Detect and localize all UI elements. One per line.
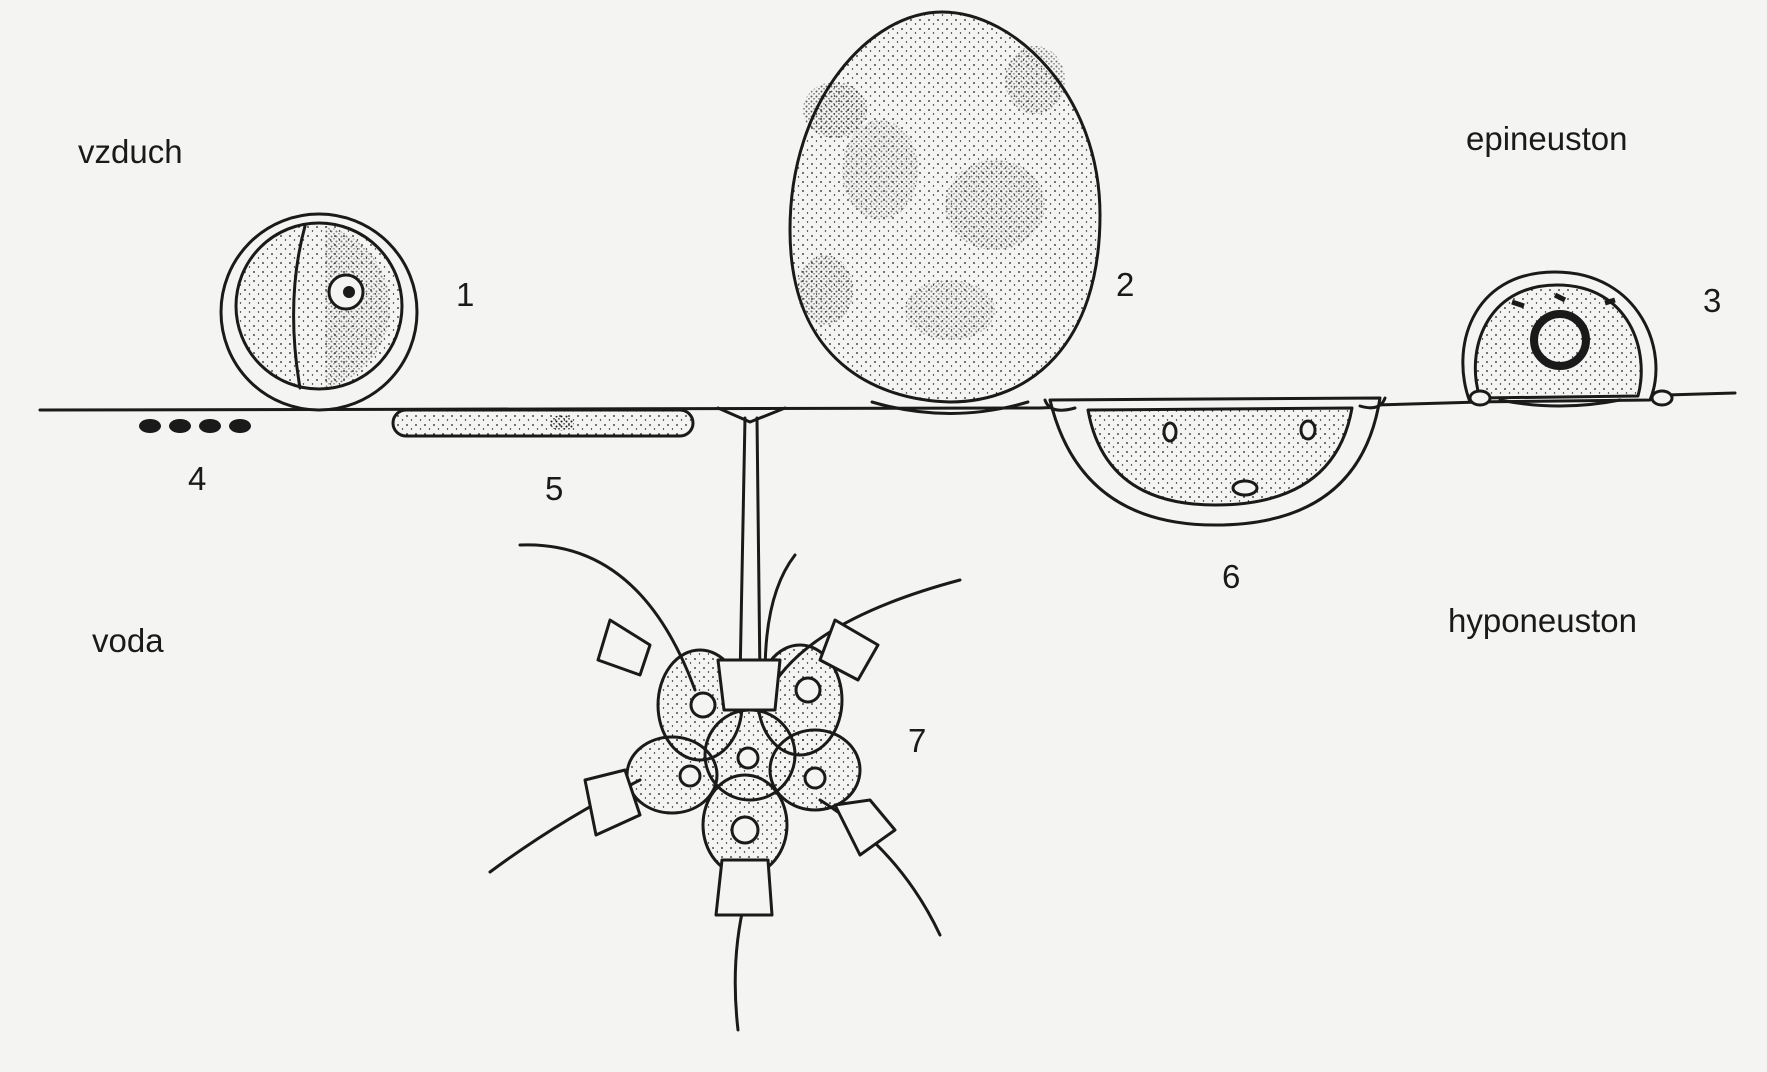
organism-1 [221,214,417,410]
organism-3 [1463,272,1672,406]
number-4: 4 [188,460,206,497]
number-2: 2 [1116,266,1134,303]
label-epineuston: epineuston [1466,120,1627,157]
number-3: 3 [1703,282,1721,319]
organism-5 [393,410,693,436]
number-5: 5 [545,470,563,507]
label-water: voda [92,622,164,659]
number-1: 1 [456,276,474,313]
label-air: vzduch [78,133,183,170]
number-6: 6 [1222,558,1240,595]
organism-2 [790,12,1100,414]
organism-6 [1045,398,1385,525]
label-hyponeuston: hyponeuston [1448,602,1637,639]
number-7: 7 [908,722,926,759]
organism-4 [139,419,251,433]
